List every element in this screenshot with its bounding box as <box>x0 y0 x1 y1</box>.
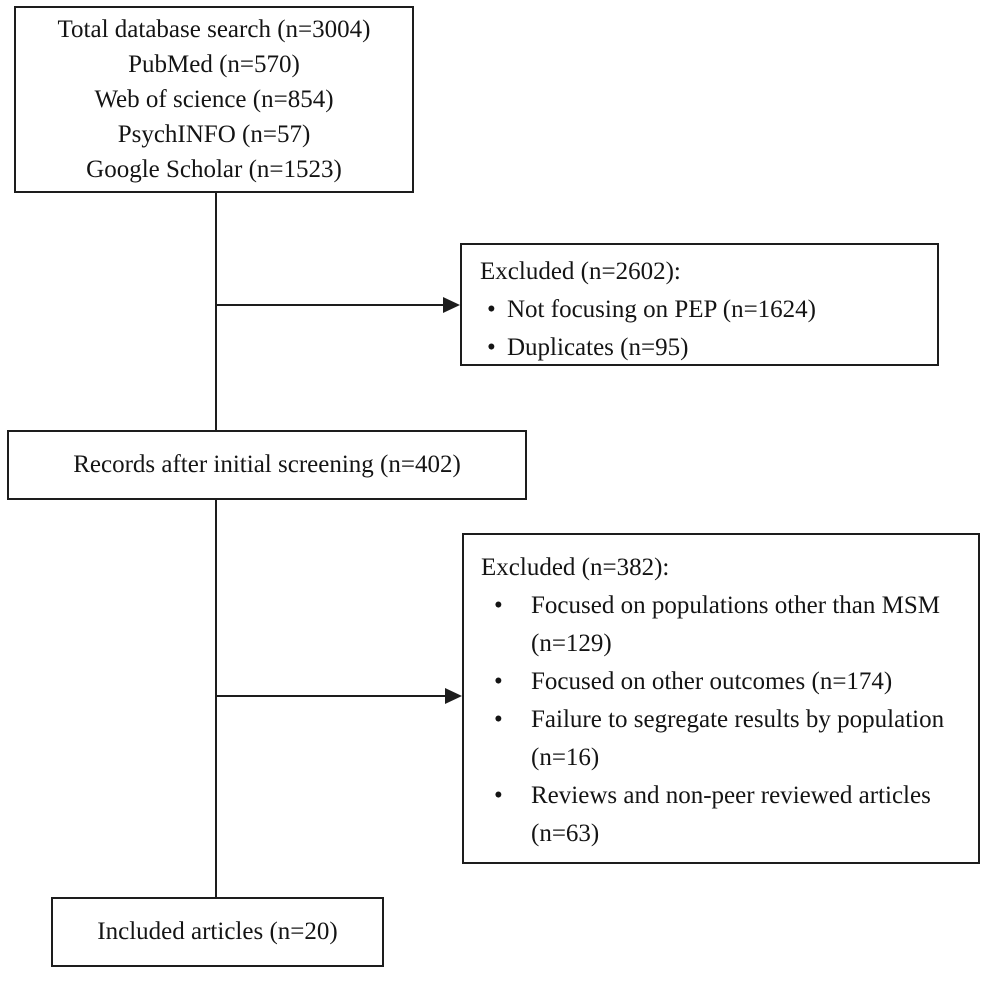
web-of-science-line: Web of science (n=854) <box>94 86 334 113</box>
list-item: • Reviews and non-peer reviewed articles… <box>481 777 964 853</box>
list-item: • Focused on other outcomes (n=174) <box>481 663 964 701</box>
bullet-icon: • <box>494 706 503 733</box>
list-item: • Focused on populations other than MSM … <box>481 587 964 663</box>
bullet-icon: • <box>494 782 503 809</box>
total-search-line: Total database search (n=3004) <box>57 16 371 43</box>
arrowhead-right-icon <box>443 297 460 313</box>
included-articles-label: Included articles (n=20) <box>97 918 338 945</box>
excluded-fulltext-box: Excluded (n=382): • Focused on populatio… <box>462 533 980 864</box>
connector-line-top <box>215 192 217 431</box>
arrowhead-right-icon <box>445 688 462 704</box>
total-database-search-box: Total database search (n=3004) PubMed (n… <box>14 6 414 193</box>
psychinfo-line: PsychINFO (n=57) <box>117 121 311 148</box>
bullet-icon: • <box>494 592 503 619</box>
records-after-screening-label: Records after initial screening (n=402) <box>73 451 461 478</box>
arrow-line-excluded-fulltext <box>216 695 446 697</box>
list-item: • Failure to segregate results by popula… <box>481 701 964 777</box>
excluded-fulltext-item: Focused on populations other than MSM (n… <box>531 592 941 657</box>
google-scholar-line: Google Scholar (n=1523) <box>86 156 342 183</box>
connector-line-bottom <box>215 499 217 898</box>
excluded-fulltext-item: Failure to segregate results by populati… <box>531 706 945 771</box>
included-articles-box: Included articles (n=20) <box>51 897 384 967</box>
arrow-line-excluded-initial <box>216 304 444 306</box>
excluded-fulltext-title: Excluded (n=382): <box>481 554 670 581</box>
bullet-icon: • <box>487 296 496 323</box>
pubmed-line: PubMed (n=570) <box>128 51 300 78</box>
excluded-fulltext-item: Focused on other outcomes (n=174) <box>531 668 893 695</box>
excluded-initial-box: Excluded (n=2602): • Not focusing on PEP… <box>460 243 939 366</box>
bullet-icon: • <box>487 334 496 361</box>
excluded-initial-item: Duplicates (n=95) <box>507 334 689 361</box>
list-item: • Duplicates (n=95) <box>480 329 927 367</box>
excluded-fulltext-item: Reviews and non-peer reviewed articles (… <box>531 782 931 847</box>
records-after-screening-box: Records after initial screening (n=402) <box>7 430 527 500</box>
excluded-initial-item: Not focusing on PEP (n=1624) <box>507 296 816 323</box>
excluded-initial-title: Excluded (n=2602): <box>480 258 681 285</box>
bullet-icon: • <box>494 668 503 695</box>
list-item: • Not focusing on PEP (n=1624) <box>480 291 927 329</box>
